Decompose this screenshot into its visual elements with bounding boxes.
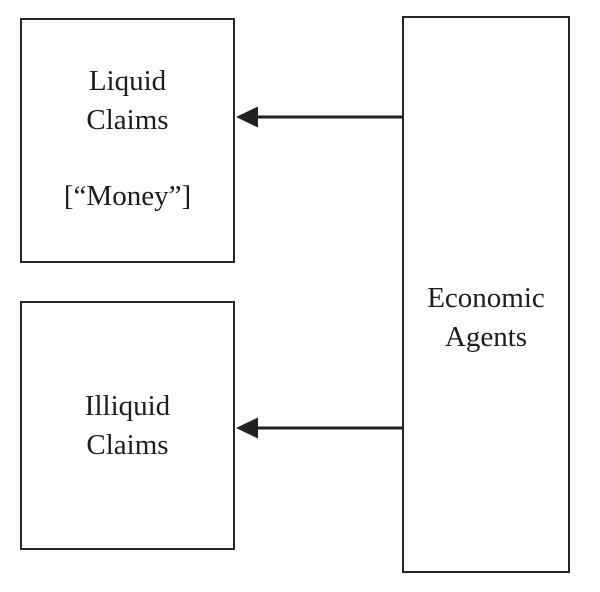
illiquid-claims-box: Illiquid Claims [20,301,235,550]
economic-agents-label: Economic Agents [427,281,545,353]
economic-agents-box: Economic Agents [402,16,570,573]
liquid-claims-box: Liquid Claims [“Money”] [20,18,235,263]
arrow-agents-to-liquid-claims-icon [236,106,402,128]
arrow-agents-to-illiquid-claims-icon [236,417,402,439]
arrowhead-left-icon [236,106,258,128]
money-note: [“Money”] [63,180,192,212]
illiquid-claims-label: Illiquid Claims [84,389,171,461]
arrowhead-left-icon [236,417,258,439]
liquid-claims-label: Liquid Claims [86,65,169,136]
